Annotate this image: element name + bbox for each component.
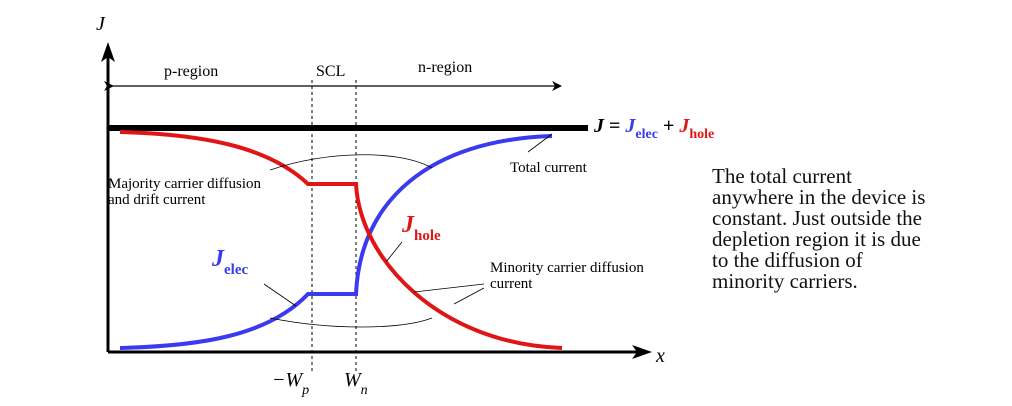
caption-line: anywhere in the device is bbox=[712, 185, 926, 209]
slide-caption: The total current anywhere in the device… bbox=[712, 166, 1002, 292]
caption-line: depletion region it is due bbox=[712, 227, 921, 251]
minority-leader-1 bbox=[413, 283, 485, 293]
minority-label-line1: Minority carrier diffusion bbox=[490, 260, 644, 276]
j-hole-curve bbox=[119, 130, 563, 350]
j-hole-leader bbox=[385, 241, 403, 263]
scl-label: SCL bbox=[316, 63, 345, 80]
minority-leader-2 bbox=[453, 287, 485, 305]
j-elec-leader bbox=[263, 283, 297, 307]
wp-tick-label: −Wp bbox=[272, 369, 309, 398]
majority-leader-arc-lower bbox=[269, 317, 433, 328]
majority-label-line2: and drift current bbox=[108, 192, 206, 208]
caption-line: The total current bbox=[712, 164, 852, 188]
x-axis-arrowhead bbox=[632, 345, 652, 359]
y-axis-arrowhead bbox=[101, 42, 115, 62]
j-hole-label: Jhole bbox=[401, 212, 441, 244]
p-region-label: p-region bbox=[164, 63, 218, 80]
y-axis-label: J bbox=[96, 13, 106, 35]
total-current-leader bbox=[527, 133, 553, 153]
total-current-equation: J = Jelec + Jhole bbox=[593, 115, 714, 142]
j-elec-curve bbox=[119, 134, 553, 350]
majority-leader-arc bbox=[269, 154, 433, 171]
x-axis-label: x bbox=[655, 345, 665, 367]
caption-line: constant. Just outside the bbox=[712, 206, 922, 230]
caption-line: to the diffusion of bbox=[712, 248, 863, 272]
total-current-label: Total current bbox=[510, 160, 588, 176]
minority-label-line2: current bbox=[490, 276, 533, 292]
majority-label-line1: Majority carrier diffusion bbox=[108, 176, 262, 192]
caption-line: minority carriers. bbox=[712, 269, 858, 293]
j-elec-label: Jelec bbox=[211, 246, 248, 278]
wn-tick-label: Wn bbox=[344, 369, 368, 398]
n-region-label: n-region bbox=[418, 59, 472, 76]
